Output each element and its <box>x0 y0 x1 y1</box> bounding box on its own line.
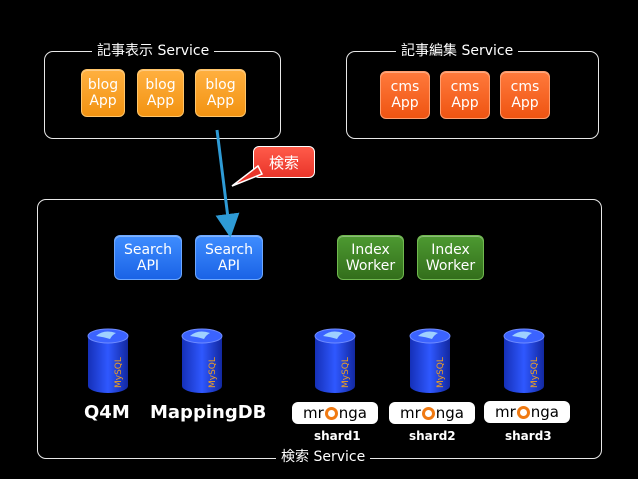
mysql-text: MySQL <box>530 357 540 388</box>
search-arrow <box>215 129 240 238</box>
q4m-label: Q4M <box>84 402 130 423</box>
mysql-text: MySQL <box>436 357 446 388</box>
shard1-label: shard1 <box>314 429 361 443</box>
dolphin-icon <box>190 331 210 339</box>
dolphin-icon <box>512 331 532 339</box>
blog-app-3: blog App <box>195 69 246 117</box>
dolphin-icon <box>323 331 343 339</box>
cms-app-3: cms App <box>500 71 550 119</box>
cms-app-2: cms App <box>440 71 490 119</box>
cylinder-body <box>410 336 450 393</box>
mysql-db-mapping: MySQL <box>181 328 223 393</box>
shard2-label: shard2 <box>409 429 456 443</box>
blog-app-2: blog App <box>137 69 184 117</box>
cms-app-1: cms App <box>380 71 430 119</box>
search-api-1: Search API <box>114 235 182 280</box>
mroonga-ring-icon <box>421 406 435 420</box>
mysql-text: MySQL <box>208 357 218 388</box>
dolphin-icon <box>418 331 438 339</box>
callout-tail <box>231 164 264 187</box>
mysql-db-shard1: MySQL <box>314 328 356 393</box>
cylinder-body <box>315 336 355 393</box>
edit-service-label: 記事編集 Service <box>396 43 519 59</box>
index-worker-1: Index Worker <box>337 235 404 280</box>
blog-app-1: blog App <box>81 69 125 117</box>
mysql-db-q4m: MySQL <box>87 328 129 393</box>
shard3-label: shard3 <box>505 429 552 443</box>
mysql-db-shard2: MySQL <box>409 328 451 393</box>
index-worker-2: Index Worker <box>417 235 484 280</box>
mysql-db-shard3: MySQL <box>503 328 545 393</box>
mysql-text: MySQL <box>341 357 351 388</box>
search-callout: 検索 <box>253 146 315 178</box>
display-service-label: 記事表示 Service <box>92 43 215 59</box>
search-service-label: 検索 Service <box>276 449 371 465</box>
dolphin-icon <box>96 331 116 339</box>
cylinder-body <box>182 336 222 393</box>
mysql-text: MySQL <box>114 357 124 388</box>
mroonga-ring-icon <box>324 406 338 420</box>
mappingdb-label: MappingDB <box>150 402 267 423</box>
cylinder-body <box>504 336 544 393</box>
mroonga-ring-icon <box>516 405 530 419</box>
cylinder-body <box>88 336 128 393</box>
